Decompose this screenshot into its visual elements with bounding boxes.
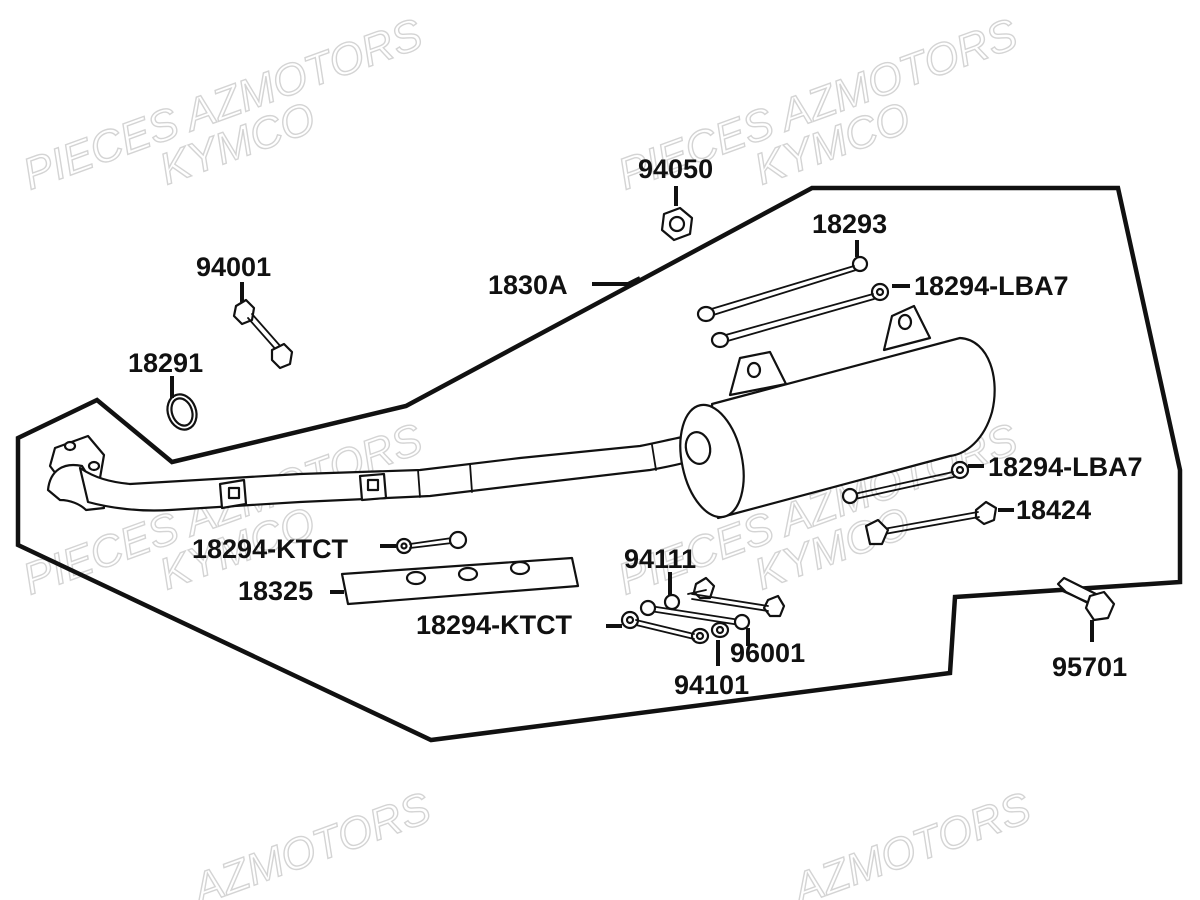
pipe-joint <box>651 444 657 471</box>
pipe-joint <box>469 463 473 493</box>
label-94101: 94101 <box>674 670 749 700</box>
pipe-joint <box>417 469 421 498</box>
watermark: AZMOTORS <box>183 783 438 900</box>
part-18325-heat-shield <box>340 556 580 606</box>
flange-hole <box>87 460 101 472</box>
label-1830A: 1830A <box>488 270 568 300</box>
label-18294-KTCT-top: 18294-KTCT <box>192 534 349 564</box>
part-18294-KTCT-top <box>395 530 468 555</box>
watermark-line1: AZMOTORS <box>184 783 437 900</box>
leader-lines <box>170 186 1094 666</box>
assembly-outline <box>15 185 1183 743</box>
label-18294-LBA7-top: 18294-LBA7 <box>914 271 1069 301</box>
watermark: PIECES AZMOTORS KYMCO <box>16 9 429 200</box>
muffler-inlet <box>684 431 712 465</box>
label-18291: 18291 <box>128 348 203 378</box>
label-94050: 94050 <box>638 154 713 184</box>
part-94111-bolt <box>663 576 716 611</box>
label-94111: 94111 <box>624 544 696 574</box>
part-94050-nut <box>660 206 694 242</box>
watermark: AZMOTORS <box>783 783 1038 900</box>
watermark-line1: AZMOTORS <box>784 783 1037 900</box>
part-18294-LBA7-right <box>841 460 970 505</box>
label-18424: 18424 <box>1016 495 1091 525</box>
clamp-nut <box>366 478 380 492</box>
part-95701-bolt <box>1056 576 1116 622</box>
bracket-hole <box>897 313 913 331</box>
label-94001: 94001 <box>196 252 271 282</box>
part-18291-gasket <box>166 393 198 431</box>
label-95701: 95701 <box>1052 652 1127 682</box>
label-18294-KTCT-bottom: 18294-KTCT <box>416 610 573 640</box>
clamp-nut <box>227 486 241 500</box>
part-94001-bolt <box>232 298 294 370</box>
part-94101-washer <box>690 621 730 645</box>
flange-hole <box>63 440 77 452</box>
muffler <box>679 304 996 520</box>
part-18424-bolt <box>864 500 998 546</box>
label-96001: 96001 <box>730 638 805 668</box>
muffler-body <box>710 336 996 520</box>
exhaust-pipe <box>46 434 702 512</box>
part-18294-KTCT-bottom <box>620 610 695 640</box>
bracket-hole <box>746 361 762 379</box>
part-18294-LBA7-top <box>710 282 890 349</box>
label-18325: 18325 <box>238 576 313 606</box>
part-18293-stud <box>696 255 869 323</box>
label-18293: 18293 <box>812 209 887 239</box>
label-18294-LBA7-right: 18294-LBA7 <box>988 452 1143 482</box>
part-labels: 94050 18293 1830A 18294-LBA7 94001 18291… <box>128 154 1143 700</box>
part-96001-bolt <box>639 593 786 631</box>
